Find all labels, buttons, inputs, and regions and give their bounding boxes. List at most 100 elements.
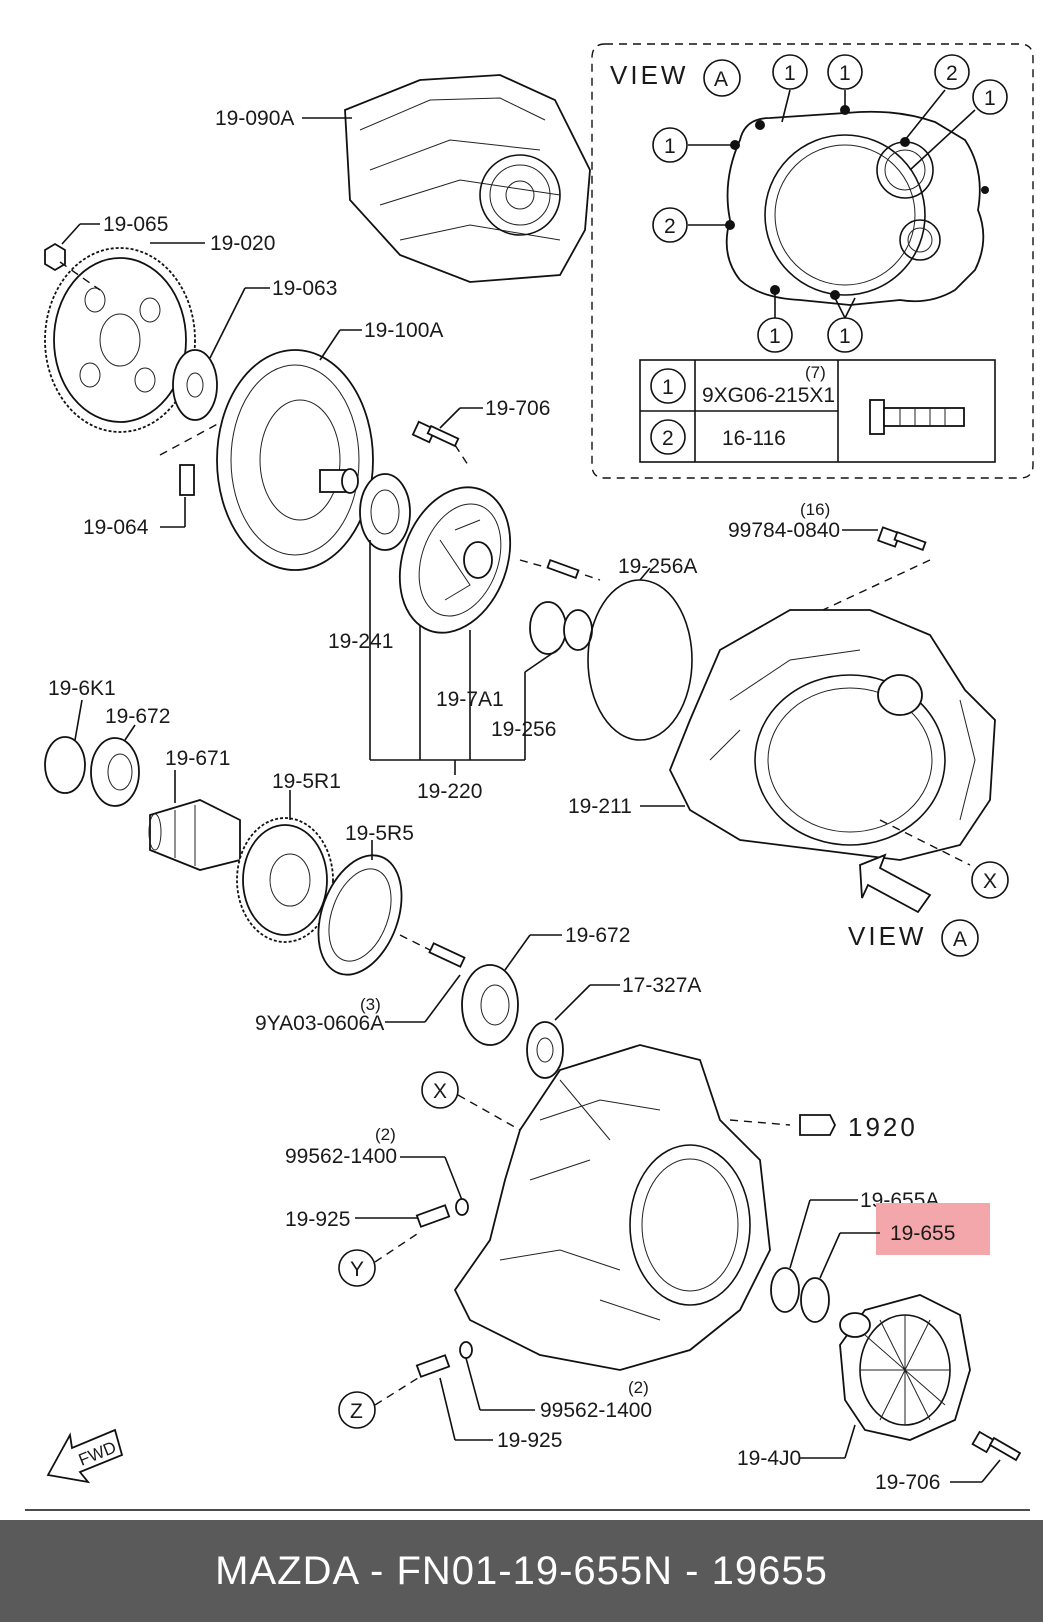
label-17-327A: 17-327A <box>622 974 701 997</box>
footer-number: N - 19655 <box>643 1548 828 1593</box>
label-view-a-bottom: VIEW <box>848 921 926 951</box>
fwd-arrow-icon: FWD <box>46 1428 124 1484</box>
callout-y: Y <box>350 1258 364 1281</box>
transaxle-case: X 1920 <box>421 1044 918 1371</box>
bolt-19-706-top: 19-706 <box>411 397 550 469</box>
label-19-241: 19-241 <box>328 630 393 653</box>
label-19-655: 19-655 <box>890 1222 955 1245</box>
torque-converter-19-100A: 19-100A <box>216 319 443 571</box>
bearing-19-672-a: 19-672 <box>90 705 170 807</box>
footer-brand-part: MAZDA - FN01-19-655 <box>215 1548 644 1593</box>
label-19-672-a: 19-672 <box>105 705 170 728</box>
spacer-19-063: 19-063 <box>172 277 337 421</box>
oil-seal-19-241: 19-241 <box>328 473 411 760</box>
view-a-callout-1c: 1 <box>652 127 732 163</box>
table-qty-1: (7) <box>805 363 826 382</box>
view-a-table: 1 (7) 9XG06-215X1 2 16-116 <box>639 359 996 463</box>
oil-pump-19-7A1: 19-7A1 <box>398 486 512 760</box>
label-99562-qty-a: (2) <box>375 1125 396 1144</box>
label-19-065: 19-065 <box>103 213 168 236</box>
view-a-callout-1f: 1 <box>827 297 863 353</box>
table-part-1: 9XG06-215X1 <box>702 384 835 407</box>
svg-text:2: 2 <box>664 215 676 238</box>
bearing-19-672-b: 19-672 <box>461 924 630 1046</box>
seal-rings-19-655: 19-655A 19-655 <box>770 1189 990 1323</box>
label-19-671: 19-671 <box>165 747 230 770</box>
label-19-5R1: 19-5R1 <box>272 770 341 793</box>
shaft-19-671: 19-671 <box>148 747 241 871</box>
pump-bolt <box>519 558 601 581</box>
nut-19-065: 19-065 <box>44 213 168 291</box>
label-99784-0840: 99784-0840 <box>728 519 840 542</box>
view-a-callout-2a: 2 <box>904 54 970 141</box>
label-19-925-a: 19-925 <box>285 1208 350 1231</box>
exploded-parts-diagram: VIEW A 1 1 1 <box>25 43 1034 1511</box>
label-19-5R5: 19-5R5 <box>345 822 414 845</box>
view-a-letter: A <box>714 68 728 91</box>
snap-ring-19-6K1: 19-6K1 <box>44 677 116 794</box>
label-19-7A1: 19-7A1 <box>436 688 504 711</box>
o-ring-19-256A: 19-256A <box>587 555 697 741</box>
table-key-1: 1 <box>662 376 674 399</box>
svg-text:2: 2 <box>946 62 958 85</box>
label-9YA03-qty: (3) <box>360 995 381 1014</box>
view-a-title: VIEW <box>610 60 688 90</box>
transaxle-assembly-19-090A: 19-090A <box>215 74 591 283</box>
label-19-063: 19-063 <box>272 277 337 300</box>
label-19-672-b: 19-672 <box>565 924 630 947</box>
view-a-callout-1a: 1 <box>772 54 808 123</box>
svg-text:1: 1 <box>839 62 851 85</box>
label-19-6K1: 19-6K1 <box>48 677 116 700</box>
gear-19-5R1: 19-5R1 <box>236 770 341 943</box>
drive-plate-19-020: 19-020 <box>44 232 275 433</box>
label-1920: 1920 <box>848 1112 918 1142</box>
label-19-064: 19-064 <box>83 516 149 539</box>
label-99562-1400-b: 99562-1400 <box>540 1399 652 1422</box>
callout-x-top: X <box>983 870 997 893</box>
svg-text:1: 1 <box>769 325 781 348</box>
label-19-925-b: 19-925 <box>497 1429 562 1452</box>
view-a-inset: VIEW A 1 1 1 <box>591 43 1034 479</box>
svg-text:1: 1 <box>984 87 996 110</box>
bolt-icon <box>869 399 965 435</box>
seal-17-327A: 17-327A <box>526 974 701 1079</box>
highlight-box <box>876 1203 990 1255</box>
table-key-2: 2 <box>662 427 674 450</box>
plate-19-5R5: 19-5R5 <box>317 822 414 976</box>
callout-z: Z <box>350 1400 363 1423</box>
table-part-2: 16-116 <box>722 427 786 450</box>
label-19-090A: 19-090A <box>215 107 294 130</box>
bolt-99784-0840: (16) 99784-0840 <box>728 500 931 631</box>
bolt-19-706-bottom: 19-706 <box>875 1430 1022 1494</box>
label-19-211: 19-211 <box>568 795 632 818</box>
label-19-220: 19-220 <box>417 780 482 803</box>
label-99562-qty-b: (2) <box>628 1378 649 1397</box>
label-19-100A: 19-100A <box>364 319 443 342</box>
o-rings-19-256: 19-256 19-220 <box>370 601 593 803</box>
view-a-callout-1b: 1 <box>827 54 863 108</box>
plug-19-925-a: (2) 99562-1400 19-925 Y <box>285 1125 469 1287</box>
label-19-4J0: 19-4J0 <box>737 1447 801 1470</box>
plug-19-925-b: Z (2) 99562-1400 19-925 <box>338 1341 652 1452</box>
label-view-a-letter-bottom: A <box>953 928 967 951</box>
callout-x-bottom: X <box>433 1080 447 1103</box>
bolt-9YA03-0606A: (3) 9YA03-0606A <box>255 934 466 1035</box>
label-19-020: 19-020 <box>210 232 275 255</box>
view-a-callout-1d: 1 <box>909 79 1008 171</box>
transaxle-housing-view-a <box>725 110 985 306</box>
label-19-256A: 19-256A <box>618 555 697 578</box>
label-19-706-top: 19-706 <box>485 397 550 420</box>
label-99562-1400-a: 99562-1400 <box>285 1145 397 1168</box>
svg-text:1: 1 <box>784 62 796 85</box>
svg-text:1: 1 <box>664 135 676 158</box>
footer-bar: MAZDA - FN01-19-655 N - 19655 <box>0 1520 1043 1622</box>
view-a-callout-2b: 2 <box>652 207 727 243</box>
label-19-256: 19-256 <box>491 718 556 741</box>
bolt-19-064: 19-064 <box>83 419 226 539</box>
label-9YA03-0606A: 9YA03-0606A <box>255 1012 384 1035</box>
label-99784-qty: (16) <box>800 500 830 519</box>
view-a-letter-circle <box>703 59 741 97</box>
svg-text:1: 1 <box>839 325 851 348</box>
view-a-callout-1e: 1 <box>757 294 793 353</box>
label-19-706-bottom: 19-706 <box>875 1471 940 1494</box>
